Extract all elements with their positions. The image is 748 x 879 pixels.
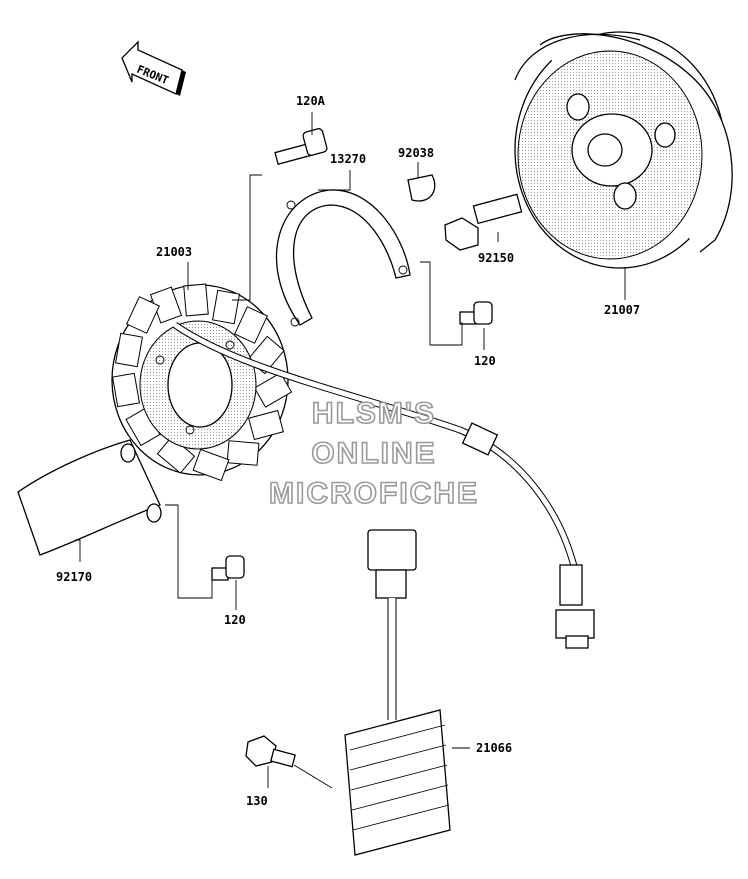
- stator-coil: [111, 283, 293, 482]
- front-arrow-icon: FRONT: [121, 40, 186, 96]
- callout-130: 130: [246, 794, 268, 808]
- regulator-rectifier: [344, 529, 451, 856]
- stator-wire: [173, 322, 595, 649]
- callout-21066: 21066: [476, 741, 512, 755]
- woodruff-key: [407, 174, 436, 202]
- bolt-130: [245, 735, 296, 768]
- pickup-plate: [276, 189, 411, 327]
- watermark-line-3: MICROFICHE: [269, 477, 479, 510]
- bolt-120A: [274, 128, 328, 165]
- rotor-bolt: [444, 193, 523, 251]
- callout-92038: 92038: [398, 146, 434, 160]
- callout-120-left: 120: [224, 613, 246, 627]
- watermark-line-2: ONLINE: [311, 437, 436, 470]
- callout-21007: 21007: [604, 303, 640, 317]
- screw-120-right: [459, 301, 493, 325]
- callout-92170: 92170: [56, 570, 92, 584]
- callout-92150: 92150: [478, 251, 514, 265]
- rotor-flywheel: [514, 31, 733, 269]
- callout-120-right: 120: [474, 354, 496, 368]
- cover-plate: [17, 439, 162, 556]
- leader-lines: [75, 112, 626, 789]
- watermark: HLSM'S ONLINE MICROFICHE: [268, 396, 479, 511]
- screw-120-left: [211, 555, 245, 581]
- callout-21003: 21003: [156, 245, 192, 259]
- watermark-line-1: HLSM'S: [312, 397, 436, 430]
- callout-120A: 120A: [296, 94, 326, 108]
- callout-13270: 13270: [330, 152, 366, 166]
